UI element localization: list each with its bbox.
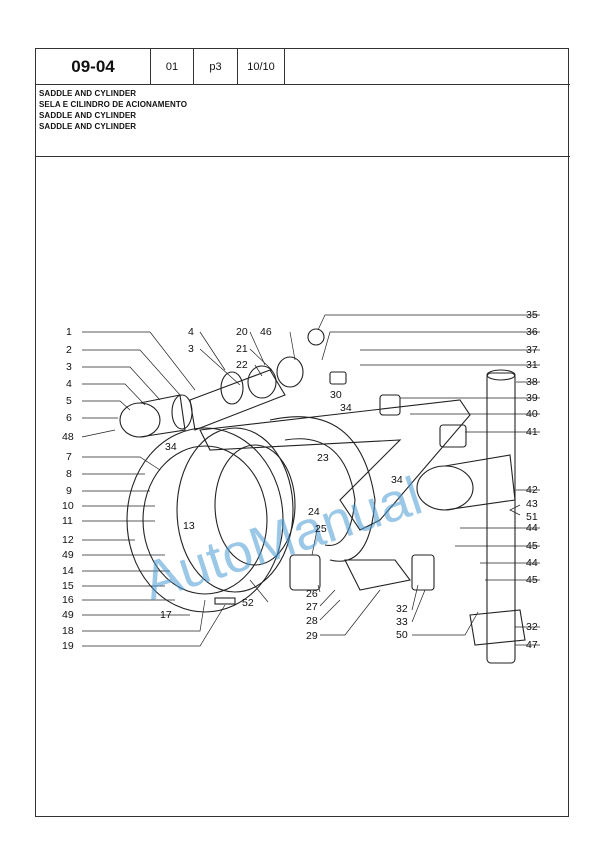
callout-label: 20	[236, 326, 248, 338]
shoe-ring	[269, 416, 376, 562]
callout-label: 31	[526, 359, 538, 371]
callout-label: 15	[62, 580, 74, 592]
callout-label: 2	[66, 344, 72, 356]
section-code: 09-04	[36, 49, 151, 85]
page-frame: 09-04 01 p3 10/10 SADDLE AND CYLINDER SE…	[35, 48, 570, 817]
actuating-cylinder	[486, 372, 516, 664]
callout-label: 29	[306, 630, 318, 642]
callout-label: 24	[308, 506, 320, 518]
callout-label: 21	[236, 343, 248, 355]
callout-label: 32	[526, 621, 538, 633]
callout-label: 43	[526, 498, 538, 510]
title-line: SADDLE AND CYLINDER	[39, 89, 137, 98]
callout-label: 50	[396, 629, 408, 641]
callout-label: 32	[396, 603, 408, 615]
callout-label: 51	[526, 511, 538, 523]
callout-label: 19	[62, 640, 74, 652]
callout-label: 52	[242, 597, 254, 609]
page-number: p3	[194, 49, 238, 85]
bottom-plate	[469, 609, 526, 646]
callout-label: 46	[260, 326, 272, 338]
callout-label: 8	[66, 468, 72, 480]
title-line: SELA E CILINDRO DE ACIONAMENTO	[39, 100, 188, 109]
callout-label: 42	[526, 484, 538, 496]
callout-label: 33	[396, 616, 408, 628]
callout-label: 40	[526, 408, 538, 420]
title-block: SADDLE AND CYLINDER SELA E CILINDRO DE A…	[36, 85, 570, 157]
callout-label: 34	[340, 402, 352, 414]
callouts-left: 1 2 3 4 5 6 48 7 8 9 10 11 12 49 14 15 1…	[62, 326, 74, 652]
cylinder-end	[119, 402, 161, 438]
callout-label: 4	[188, 326, 194, 338]
callout-label: 12	[62, 534, 74, 546]
callout-label: 45	[526, 574, 538, 586]
callout-label: 38	[526, 376, 538, 388]
callout-label: 34	[391, 474, 403, 486]
callout-label: 39	[526, 392, 538, 404]
page-count: 10/10	[238, 49, 285, 85]
callout-label: 10	[62, 500, 74, 512]
cylinder-housing	[416, 465, 474, 511]
callout-label: 3	[188, 343, 194, 355]
callout-label: 45	[526, 540, 538, 552]
callout-label: 44	[526, 522, 538, 534]
callouts-top: 4 3 20 21 22 46	[188, 326, 272, 371]
title-line: SADDLE AND CYLINDER	[39, 122, 137, 131]
callout-label: 26	[306, 588, 318, 600]
callout-label: 37	[526, 344, 538, 356]
callout-label: 6	[66, 412, 72, 424]
callout-label: 1	[66, 326, 72, 338]
header-row: 09-04 01 p3 10/10	[36, 49, 570, 85]
callout-label: 17	[160, 609, 172, 621]
callouts-right: 35 36 37 31 38 39 40 41 42 43 51 44 45 4…	[396, 309, 538, 651]
callout-label: 44	[526, 557, 538, 569]
callout-label: 13	[183, 520, 195, 532]
saddle-beam	[199, 399, 471, 531]
callout-label: 16	[62, 594, 74, 606]
title-line: SADDLE AND CYLINDER	[39, 111, 137, 120]
callout-label: 35	[526, 309, 538, 321]
callout-label: 11	[62, 515, 73, 527]
caliper-block	[289, 554, 321, 591]
callout-label: 28	[306, 615, 318, 627]
callout-label: 3	[66, 361, 72, 373]
callout-label: 30	[330, 389, 342, 401]
callout-label: 22	[236, 359, 248, 371]
callout-label: 23	[317, 452, 329, 464]
callout-label: 14	[62, 565, 74, 577]
saddle-arm	[189, 369, 286, 431]
callout-label: 27	[306, 601, 318, 613]
callout-label: 49	[62, 549, 74, 561]
callout-label: 9	[66, 485, 72, 497]
callout-label: 7	[66, 451, 72, 463]
callout-label: 48	[62, 431, 74, 443]
callout-label: 49	[62, 609, 74, 621]
callout-label: 41	[526, 426, 538, 438]
callout-label: 4	[66, 378, 72, 390]
brake-disc	[126, 427, 284, 613]
callout-label: 34	[165, 441, 177, 453]
callout-label: 36	[526, 326, 538, 338]
group-number: 01	[151, 49, 194, 85]
callout-label: 18	[62, 625, 74, 637]
callout-label: 25	[315, 523, 327, 535]
callout-label: 47	[526, 639, 538, 651]
callouts-mid: 34 13 17 23 24 25 26 27 28 29 30 34 52 3…	[160, 389, 403, 642]
callout-label: 5	[66, 395, 72, 407]
brake-drum	[176, 427, 294, 593]
